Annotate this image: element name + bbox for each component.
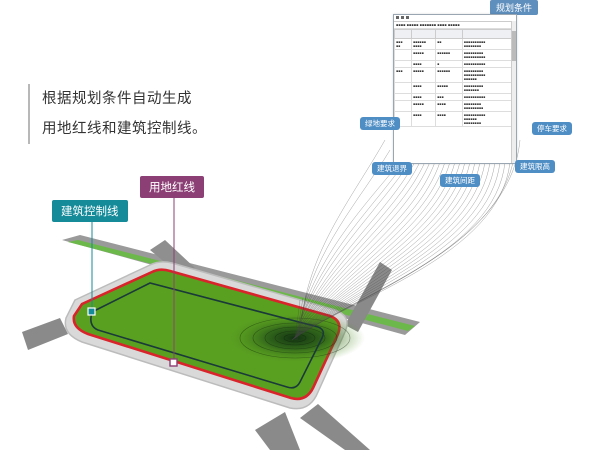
control-line-marker: [87, 307, 96, 316]
caption-line-2: 用地红线和建筑控制线。: [42, 121, 207, 137]
pill-green-requirement: 绿地要求: [360, 117, 400, 130]
doc-tabs: ▪▪▪▪ ▪▪▪▪▪ ▪▪▪▪▪▪▪ ▪▪▪▪ ▪▪▪▪▪: [394, 22, 516, 29]
control-line-label: 建筑控制线: [52, 200, 128, 222]
doc-scrollbar: [511, 21, 516, 163]
doc-table: ▪▪▪▪▪▪▪▪▪▪▪▪▪▪▪▪▪▪▪▪▪▪▪▪▪▪▪▪▪▪▪▪▪▪▪ ▪▪▪▪…: [394, 29, 516, 127]
pill-building-spacing: 建筑间距: [440, 174, 480, 187]
doc-panel-title: 规划条件: [490, 0, 539, 15]
road-bottom-left: [255, 412, 300, 450]
caption: 根据规划条件自动生成 用地红线和建筑控制线。: [28, 84, 207, 144]
road-bottom-right: [300, 404, 370, 450]
pill-building-height-limit: 建筑限高: [515, 160, 555, 173]
ripple-rings: [239, 317, 351, 359]
pill-setback: 建筑退界: [372, 162, 412, 175]
doc-toolbar: [394, 15, 516, 22]
caption-line-1: 根据规划条件自动生成: [42, 91, 192, 107]
pill-parking-requirement: 停车要求: [532, 122, 572, 135]
data-swirl-lines: [291, 139, 521, 341]
plan-line-marker: [169, 358, 178, 367]
road-left: [22, 318, 68, 350]
planning-conditions-document: ▪▪▪▪ ▪▪▪▪▪ ▪▪▪▪▪▪▪ ▪▪▪▪ ▪▪▪▪▪ ▪▪▪▪▪▪▪▪▪▪…: [393, 14, 517, 164]
building-control-line: [90, 282, 325, 389]
plan-line-label: 用地红线: [140, 176, 204, 198]
